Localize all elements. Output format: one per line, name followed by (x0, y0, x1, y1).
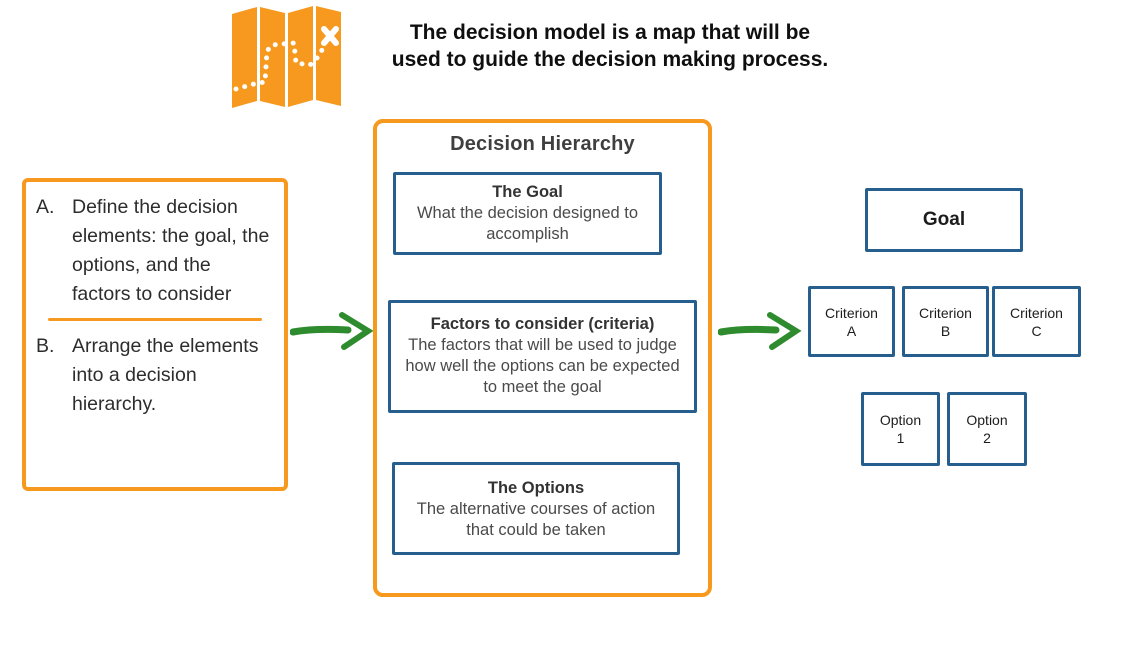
hierarchy-box-factors-heading: Factors to consider (criteria) (430, 315, 655, 333)
instruction-item-a-label: A. (36, 196, 55, 218)
criterion-a-line2: A (846, 322, 857, 339)
green-arrow-left-to-middle (290, 312, 374, 350)
decision-hierarchy-title: Decision Hierarchy (450, 133, 635, 155)
option-1-line2: 1 (896, 430, 905, 446)
caption-line-1: The decision model is a map that will be (409, 21, 811, 44)
option-2-line2: 2 (983, 430, 991, 446)
orange-divider (48, 318, 262, 321)
hierarchy-box-factors-body: The factors that will be used to judge h… (405, 336, 680, 396)
criterion-node-a: Criterion A (808, 286, 895, 357)
instructions-box: A. Define the decision elements: the goa… (22, 178, 288, 491)
criterion-node-c: Criterion C (992, 286, 1081, 357)
folded-map-icon (232, 6, 341, 108)
hierarchy-box-factors: Factors to consider (criteria) The facto… (388, 300, 697, 413)
criterion-c-line1: Criterion (1010, 304, 1063, 321)
hierarchy-box-options-heading: The Options (487, 479, 585, 497)
criterion-b-line1: Criterion (919, 304, 972, 321)
caption-line-2: used to guide the decision making proces… (391, 48, 829, 71)
hierarchy-box-options-body: The alternative courses of action that c… (416, 500, 656, 539)
criterion-c-line2: C (1031, 322, 1042, 339)
green-arrow-middle-to-right (718, 312, 802, 350)
criterion-a-line1: Criterion (825, 304, 878, 321)
instruction-item-b-text: Arrange the elements into a decision hie… (72, 335, 259, 415)
hierarchy-box-goal-body: What the decision designed to accomplish (416, 204, 639, 243)
decision-hierarchy-panel: Decision Hierarchy The Goal What the dec… (373, 119, 712, 597)
hierarchy-box-options: The Options The alternative courses of a… (392, 462, 680, 555)
criterion-b-line2: B (940, 322, 951, 339)
goal-node: Goal (865, 188, 1023, 252)
option-node-2: Option 2 (947, 392, 1027, 466)
instruction-item-a: A. Define the decision elements: the goa… (36, 193, 274, 309)
hierarchy-box-goal-heading: The Goal (492, 183, 563, 201)
instruction-item-a-text: Define the decision elements: the goal, … (72, 196, 270, 305)
option-1-line1: Option (879, 412, 922, 428)
instruction-item-b: B. Arrange the elements into a decision … (36, 332, 274, 419)
instruction-item-b-label: B. (36, 335, 55, 357)
option-2-line1: Option (966, 412, 1008, 428)
criterion-node-b: Criterion B (902, 286, 989, 357)
hierarchy-box-goal: The Goal What the decision designed to a… (393, 172, 662, 255)
diagram-caption: The decision model is a map that will be… (350, 19, 870, 73)
option-node-1: Option 1 (861, 392, 940, 466)
